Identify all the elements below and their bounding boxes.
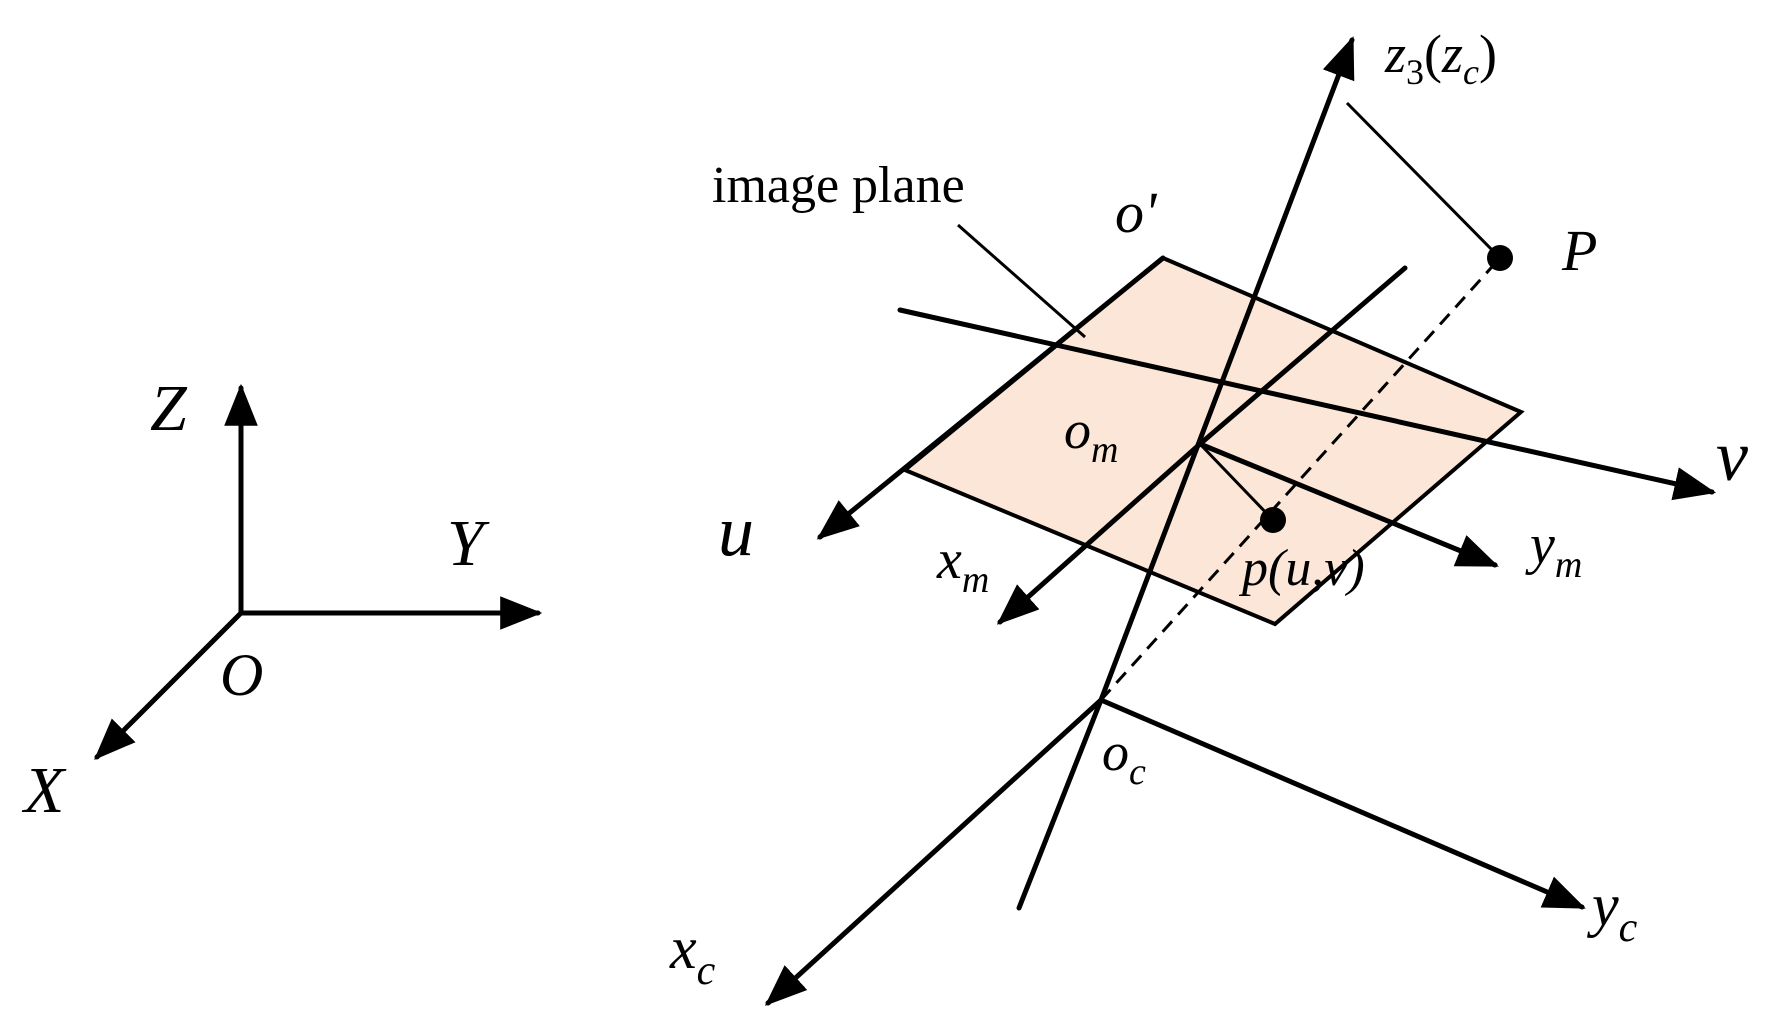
- xm-axis-upper: [1197, 265, 1408, 447]
- u-axis: [816, 255, 1166, 540]
- world-origin-label: O: [220, 642, 263, 708]
- image-plane-surface: [901, 255, 1525, 627]
- xm-label: xm: [936, 529, 989, 601]
- camera-y-axis: [1098, 697, 1586, 910]
- image-plane-caption-leader: [957, 223, 1086, 339]
- xm-axis: [996, 441, 1203, 625]
- v-axis-label: v: [1716, 416, 1748, 496]
- world-point-label: P: [1561, 218, 1597, 283]
- world-frame: Z Y O X: [21, 372, 543, 827]
- image-point-p: [1260, 507, 1286, 533]
- om-to-p-line: [1198, 442, 1275, 522]
- ym-axis: [1197, 441, 1499, 568]
- xc-label: xc: [669, 915, 716, 994]
- camera-x-axis: [764, 697, 1104, 1006]
- image-point-label: p(u,v): [1238, 540, 1365, 597]
- v-axis: [897, 307, 1717, 501]
- camera-frame: [764, 36, 1586, 1006]
- z-to-P-line: [1345, 101, 1502, 260]
- image-plane: image plane o': [712, 157, 1525, 627]
- projection-ray: [1099, 256, 1502, 702]
- z-axis-label: z3(zc): [1384, 24, 1497, 92]
- optical-axis-upper: [1098, 36, 1355, 703]
- image-plane-corner-label: o': [1115, 180, 1158, 245]
- world-z-label: Z: [150, 372, 188, 445]
- image-plane-axes: [816, 255, 1717, 625]
- world-y-label: Y: [447, 507, 490, 580]
- world-point-P: [1487, 245, 1513, 271]
- image-plane-caption: image plane: [712, 157, 965, 214]
- u-axis-label: u: [718, 491, 754, 571]
- oc-label: oc: [1102, 722, 1146, 793]
- world-x-axis: [94, 610, 244, 760]
- world-x-label: X: [21, 754, 67, 827]
- om-label: om: [1064, 400, 1118, 471]
- optical-axis-lower: [1016, 697, 1104, 911]
- yc-label: yc: [1586, 872, 1638, 951]
- ym-label: ym: [1525, 514, 1582, 586]
